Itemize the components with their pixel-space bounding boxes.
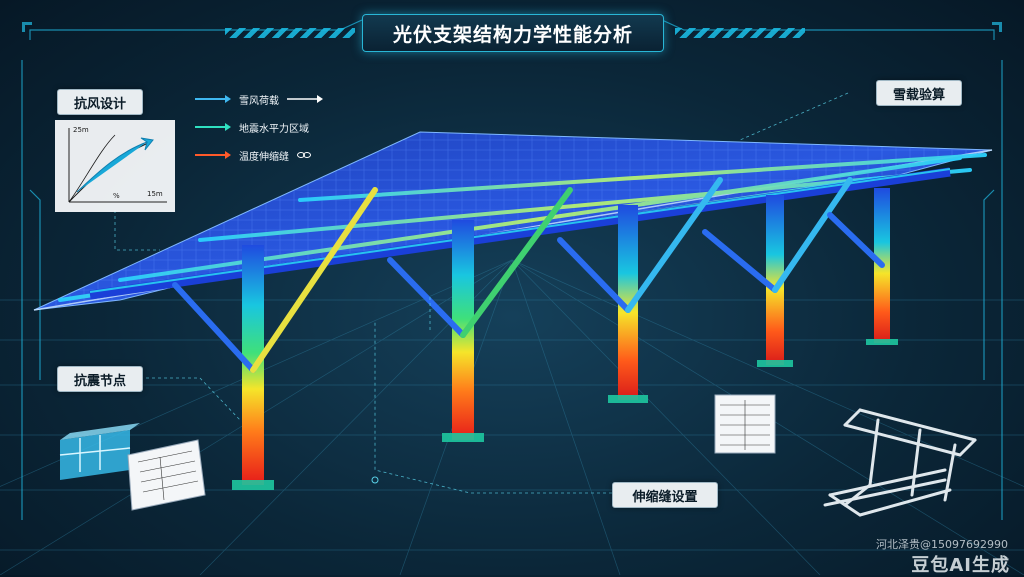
legend-item: 雪风荷载: [195, 88, 335, 110]
expansion-detail-sheet: [714, 394, 776, 454]
red-arrow-icon: [195, 151, 231, 159]
chart-y-tick: 25m: [73, 126, 89, 134]
cyan-arrow-icon: [195, 123, 231, 131]
wind-load-chart: 25m 15m %: [55, 120, 175, 212]
legend: 雪风荷载 地震水平力区域 温度伸缩缝: [195, 88, 335, 166]
main-girder-highlight: [89, 168, 951, 293]
legend-item: 地震水平力区域: [195, 116, 335, 138]
label-wind-design: 抗风设计: [57, 89, 143, 115]
label-snow-check: 雪载验算: [876, 80, 962, 106]
label-expansion-joint: 伸缩缝设置: [612, 482, 718, 508]
column-4: [766, 195, 784, 365]
title-stripes-right: [675, 28, 805, 38]
chart-mid-tick: %: [113, 192, 120, 200]
chart-x-tick: 15m: [147, 190, 163, 198]
base-plates: [232, 339, 898, 490]
wind-arrow: [76, 137, 154, 193]
wind-curve-2: [68, 134, 116, 203]
seismic-node-model: [59, 423, 140, 480]
column-3: [618, 205, 638, 400]
page-title: 光伏支架结构力学性能分析: [392, 23, 633, 46]
label-wind-design-text: 抗风设计: [73, 96, 126, 112]
leader-node: [371, 476, 379, 484]
label-seismic-node-text: 抗震节点: [73, 373, 126, 389]
legend-item: 温度伸缩缝: [195, 144, 335, 166]
seismic-detail-sheet: [127, 439, 206, 511]
legend-label: 雪风荷载: [239, 95, 279, 107]
leader-lines: [114, 92, 849, 494]
hud-frame: [21, 19, 1003, 520]
legend-label: 温度伸缩缝: [239, 151, 289, 163]
title-stripes-left: [225, 28, 355, 38]
title-banner: 光伏支架结构力学性能分析: [362, 14, 664, 52]
main-girder: [89, 167, 951, 300]
white-arrow-icon: [287, 95, 323, 103]
label-expansion-joint-text: 伸缩缝设置: [632, 489, 698, 505]
label-seismic-node: 抗震节点: [57, 366, 143, 392]
wireframe-support-model: [823, 408, 977, 517]
link-icon: [297, 152, 311, 158]
diagonal-braces: [172, 177, 885, 373]
legend-label: 地震水平力区域: [239, 123, 309, 135]
floor-grid: [0, 259, 1024, 575]
label-snow-check-text: 雪载验算: [892, 87, 945, 103]
watermark-contact: 河北泽贵@15097692990: [876, 538, 1008, 551]
hud-corner-right: [992, 22, 1002, 32]
blue-arrow-icon: [195, 95, 231, 103]
hud-corner-left: [22, 22, 32, 32]
watermark-brand: 豆包AI生成: [911, 555, 1010, 576]
